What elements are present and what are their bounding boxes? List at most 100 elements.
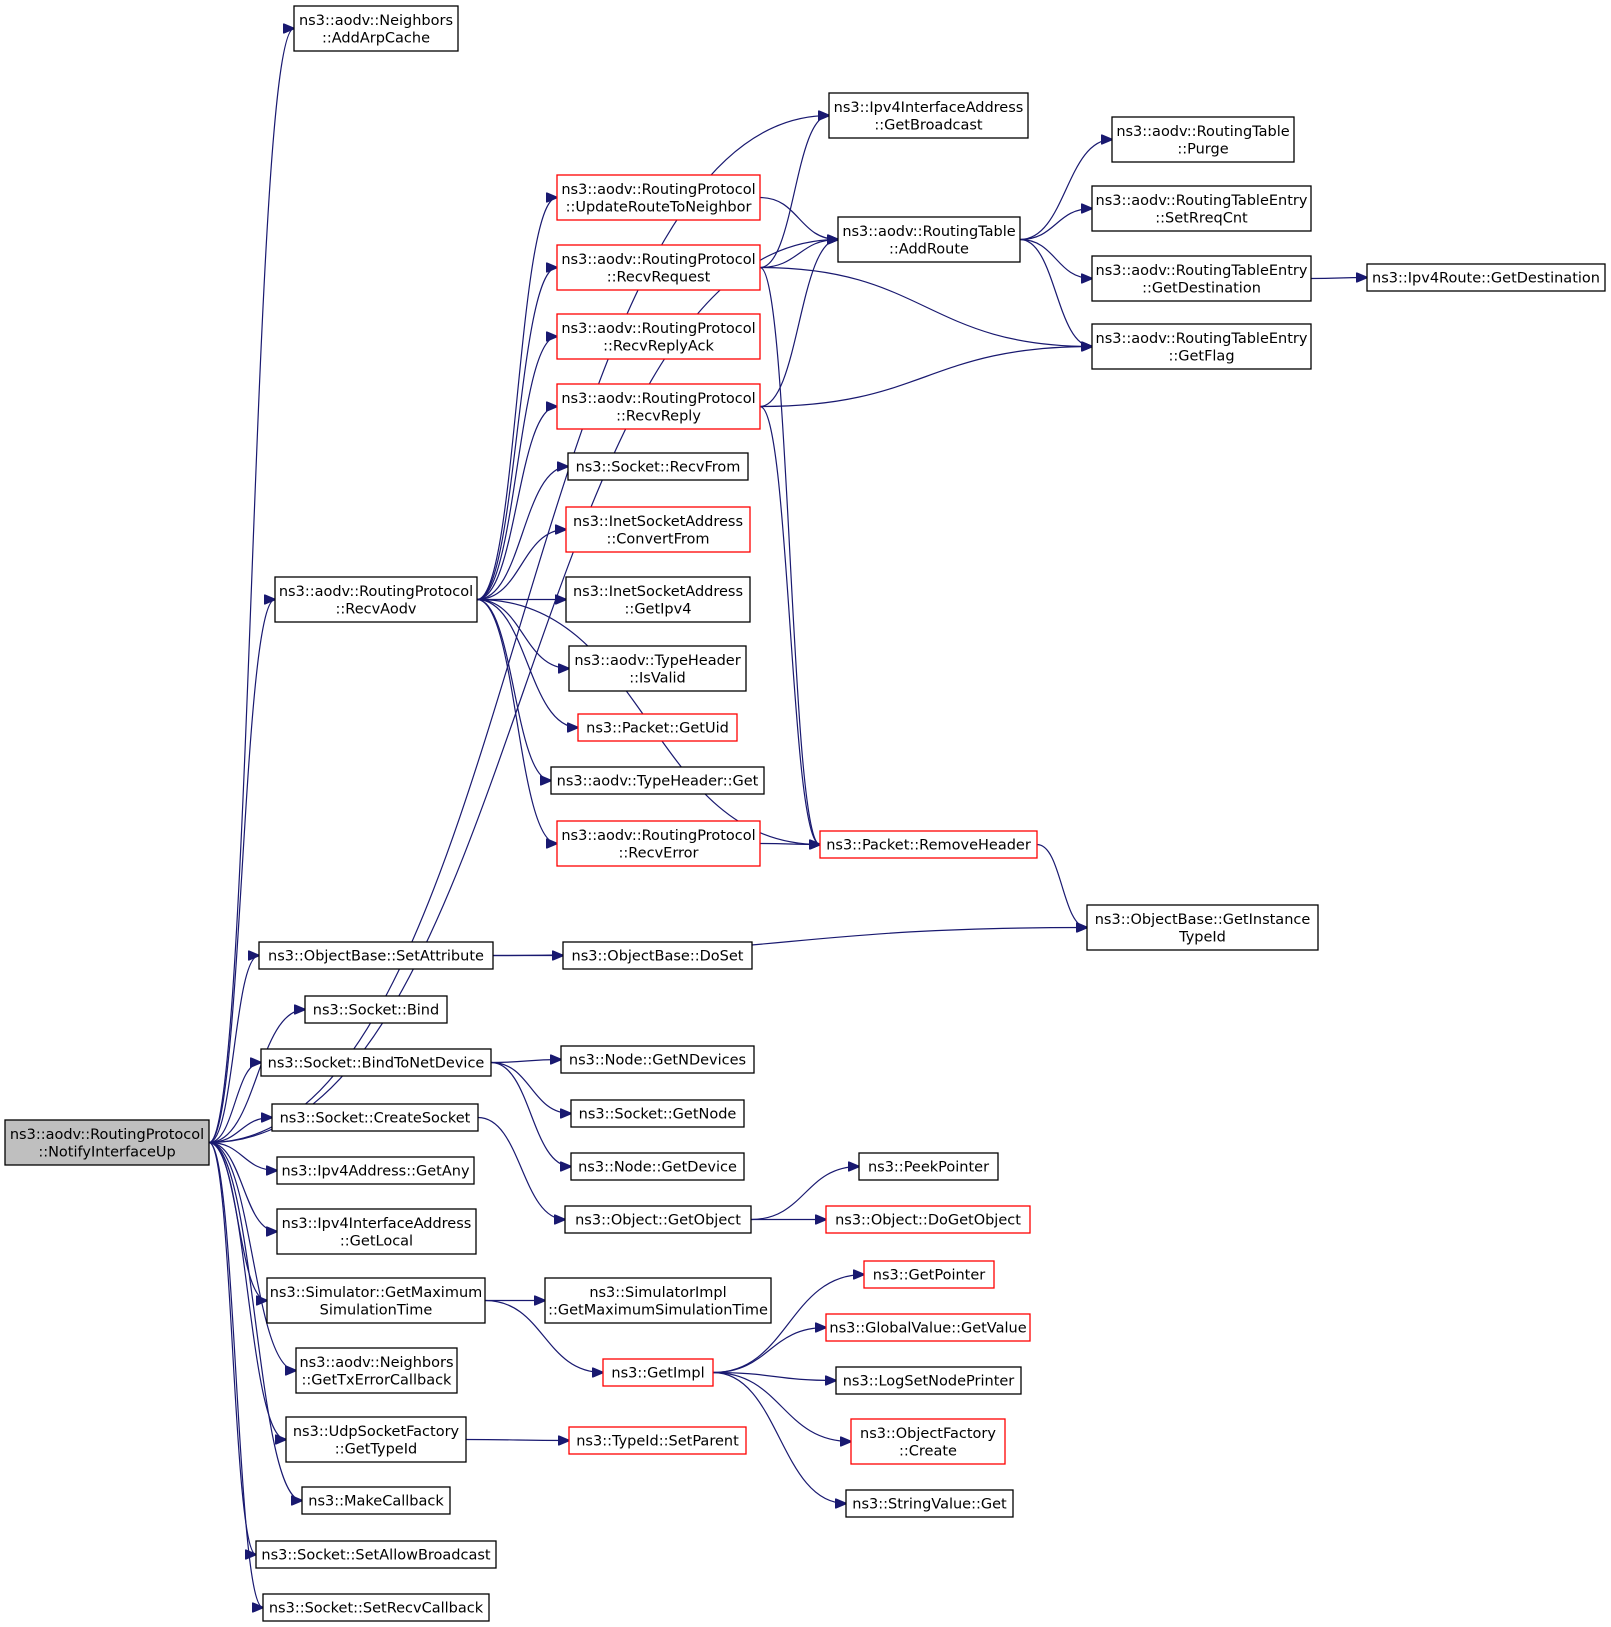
node-recvReplyAck[interactable]: ns3::aodv::RoutingProtocol::RecvReplyAck: [556, 313, 761, 360]
node-label: ::RecvReplyAck: [603, 338, 714, 354]
node-getAny[interactable]: ns3::Ipv4Address::GetAny: [276, 1156, 475, 1185]
node-bindToNetDevice[interactable]: ns3::Socket::BindToNetDevice: [260, 1048, 492, 1077]
node-purge[interactable]: ns3::aodv::RoutingTable::Purge: [1111, 116, 1295, 163]
node-ipv4RouteGetDest[interactable]: ns3::Ipv4Route::GetDestination: [1366, 263, 1606, 292]
node-stringValueGet[interactable]: ns3::StringValue::Get: [845, 1489, 1014, 1518]
node-globalValueGet[interactable]: ns3::GlobalValue::GetValue: [825, 1313, 1031, 1342]
node-setRecvCallback[interactable]: ns3::Socket::SetRecvCallback: [262, 1593, 490, 1622]
node-label: ns3::GetPointer: [873, 1268, 986, 1284]
node-box: [564, 1205, 752, 1234]
edge-getDestination-to-ipv4RouteGetDest: [1310, 278, 1367, 279]
node-makeCallback[interactable]: ns3::MakeCallback: [301, 1486, 451, 1515]
node-isValid[interactable]: ns3::aodv::TypeHeader::IsValid: [568, 645, 747, 692]
node-box: [274, 576, 478, 623]
node-getObject[interactable]: ns3::Object::GetObject: [564, 1205, 752, 1234]
node-box: [1091, 323, 1312, 370]
node-label: ns3::Socket::Bind: [313, 1003, 439, 1019]
edge-root-to-getTxErrorCb: [208, 1141, 296, 1371]
node-label: ns3::PeekPointer: [868, 1160, 989, 1176]
node-box: [544, 1277, 772, 1324]
node-label: ns3::aodv::TypeHeader: [574, 653, 740, 669]
node-label: ns3::Object::GetObject: [575, 1213, 741, 1229]
node-label: ns3::aodv::RoutingProtocol: [561, 321, 755, 337]
node-addArpCache[interactable]: ns3::aodv::Neighbors::AddArpCache: [293, 5, 459, 52]
node-logSetNodePrinter[interactable]: ns3::LogSetNodePrinter: [835, 1366, 1022, 1395]
node-label: ns3::Ipv4InterfaceAddress: [282, 1216, 472, 1232]
node-removeHeader[interactable]: ns3::Packet::RemoveHeader: [819, 830, 1038, 859]
node-getUid[interactable]: ns3::Packet::GetUid: [577, 713, 738, 742]
node-doSet[interactable]: ns3::ObjectBase::DoSet: [562, 941, 753, 970]
edge-root-to-recvAodv: [208, 600, 275, 1144]
node-getDestination[interactable]: ns3::aodv::RoutingTableEntry::GetDestina…: [1091, 255, 1312, 302]
node-box: [556, 244, 761, 291]
node-getPointer[interactable]: ns3::GetPointer: [863, 1260, 995, 1289]
edge-recvReply-to-addRoute: [759, 240, 838, 408]
node-getImpl[interactable]: ns3::GetImpl: [602, 1358, 714, 1387]
edge-recvError-to-removeHeader: [759, 844, 820, 845]
node-label: ns3::aodv::RoutingTableEntry: [1096, 263, 1308, 279]
node-root[interactable]: ns3::aodv::RoutingProtocol::NotifyInterf…: [4, 1119, 210, 1166]
node-addRoute[interactable]: ns3::aodv::RoutingTable::AddRoute: [837, 216, 1021, 263]
node-box: [565, 576, 751, 623]
node-socketGetNode[interactable]: ns3::Socket::GetNode: [570, 1099, 745, 1128]
node-recvError[interactable]: ns3::aodv::RoutingProtocol::RecvError: [556, 820, 761, 867]
node-box: [850, 1418, 1006, 1465]
edge-addRoute-to-setRreqCnt: [1019, 209, 1092, 241]
node-convertFrom[interactable]: ns3::InetSocketAddress::ConvertFrom: [565, 506, 751, 553]
node-updateRoute[interactable]: ns3::aodv::RoutingProtocol::UpdateRouteT…: [556, 174, 761, 221]
node-simGetMax[interactable]: ns3::Simulator::GetMaximumSimulationTime: [266, 1277, 486, 1324]
edges-layer: [208, 29, 1367, 1608]
node-createSocket[interactable]: ns3::Socket::CreateSocket: [271, 1103, 479, 1132]
node-recvRequest[interactable]: ns3::aodv::RoutingProtocol::RecvRequest: [556, 244, 761, 291]
node-peekPointer[interactable]: ns3::PeekPointer: [858, 1152, 999, 1181]
node-box: [863, 1260, 995, 1289]
node-box: [1366, 263, 1606, 292]
node-label: ns3::aodv::RoutingProtocol: [561, 828, 755, 844]
node-socketBind[interactable]: ns3::Socket::Bind: [304, 995, 448, 1024]
node-recvAodv[interactable]: ns3::aodv::RoutingProtocol::RecvAodv: [274, 576, 478, 623]
node-label: ns3::aodv::RoutingTableEntry: [1096, 193, 1308, 209]
node-box: [560, 1045, 755, 1074]
node-box: [285, 1416, 467, 1463]
node-label: ::GetIpv4: [625, 601, 692, 617]
node-getFlag[interactable]: ns3::aodv::RoutingTableEntry::GetFlag: [1091, 323, 1312, 370]
node-simImplGetMax[interactable]: ns3::SimulatorImpl::GetMaximumSimulation…: [544, 1277, 772, 1324]
node-label: ::AddArpCache: [322, 30, 430, 46]
node-nodeGetDevice[interactable]: ns3::Node::GetDevice: [570, 1152, 745, 1181]
node-label: ns3::ObjectBase::SetAttribute: [268, 949, 484, 965]
node-recvFrom[interactable]: ns3::Socket::RecvFrom: [567, 452, 749, 481]
node-setAllowBroadcast[interactable]: ns3::Socket::SetAllowBroadcast: [255, 1540, 497, 1569]
edge-root-to-getLocal: [208, 1141, 277, 1232]
node-getTxErrorCb[interactable]: ns3::aodv::Neighbors::GetTxErrorCallback: [295, 1347, 458, 1394]
node-label: ns3::Socket::RecvFrom: [576, 460, 741, 476]
node-recvReply[interactable]: ns3::aodv::RoutingProtocol::RecvReply: [556, 383, 761, 430]
edge-recvAodv-to-convertFrom: [476, 530, 566, 601]
node-udpGetTypeId[interactable]: ns3::UdpSocketFactory::GetTypeId: [285, 1416, 467, 1463]
node-objFactoryCreate[interactable]: ns3::ObjectFactory::Create: [850, 1418, 1006, 1465]
node-getBroadcast[interactable]: ns3::Ipv4InterfaceAddress::GetBroadcast: [828, 92, 1029, 139]
node-label: ::GetFlag: [1168, 348, 1234, 364]
node-getLocal[interactable]: ns3::Ipv4InterfaceAddress::GetLocal: [276, 1208, 477, 1255]
edge-addRoute-to-getDestination: [1019, 238, 1092, 279]
node-getNDevices[interactable]: ns3::Node::GetNDevices: [560, 1045, 755, 1074]
node-doGetObject[interactable]: ns3::Object::DoGetObject: [825, 1205, 1031, 1234]
edge-addRoute-to-getFlag: [1019, 238, 1092, 347]
edge-recvRequest-to-getFlag: [759, 266, 1092, 347]
edge-getImpl-to-stringValueGet: [712, 1371, 846, 1504]
node-setParent[interactable]: ns3::TypeId::SetParent: [568, 1426, 747, 1455]
node-label: ns3::Node::GetNDevices: [569, 1053, 746, 1069]
node-label: ::ConvertFrom: [606, 531, 709, 547]
node-box: [568, 1426, 747, 1455]
node-setAttribute[interactable]: ns3::ObjectBase::SetAttribute: [258, 941, 494, 970]
node-label: ns3::aodv::RoutingProtocol: [561, 391, 755, 407]
node-label: ns3::aodv::RoutingProtocol: [10, 1127, 204, 1143]
node-typeHeaderGet[interactable]: ns3::aodv::TypeHeader::Get: [550, 766, 765, 795]
node-label: ::GetBroadcast: [874, 117, 983, 133]
node-getIpv4[interactable]: ns3::InetSocketAddress::GetIpv4: [565, 576, 751, 623]
node-label: ns3::Ipv4Route::GetDestination: [1372, 271, 1600, 287]
edge-updateRoute-to-addRoute: [759, 196, 838, 240]
node-label: ns3::Packet::GetUid: [586, 721, 729, 737]
node-setRreqCnt[interactable]: ns3::aodv::RoutingTableEntry::SetRreqCnt: [1091, 185, 1312, 232]
edge-udpGetTypeId-to-setParent: [465, 1440, 569, 1441]
